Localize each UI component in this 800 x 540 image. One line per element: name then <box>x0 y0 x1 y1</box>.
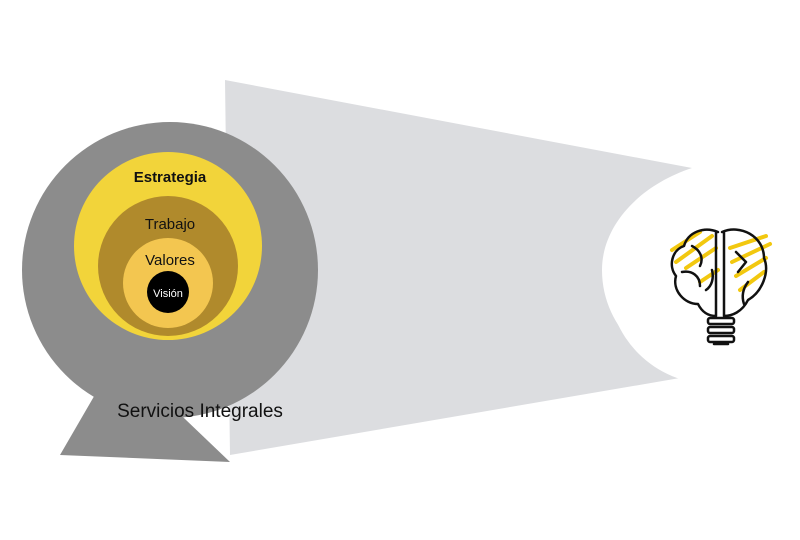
label-estrategia: Estrategia <box>134 169 207 186</box>
label-valores: Valores <box>145 252 195 269</box>
beam-shape <box>225 80 692 455</box>
label-trabajo: Trabajo <box>145 216 195 233</box>
brain-lightbulb-icon <box>670 228 772 346</box>
label-servicios-integrales: Servicios Integrales <box>117 401 283 422</box>
core-vision <box>147 271 189 313</box>
label-vision: Visión <box>153 288 183 300</box>
